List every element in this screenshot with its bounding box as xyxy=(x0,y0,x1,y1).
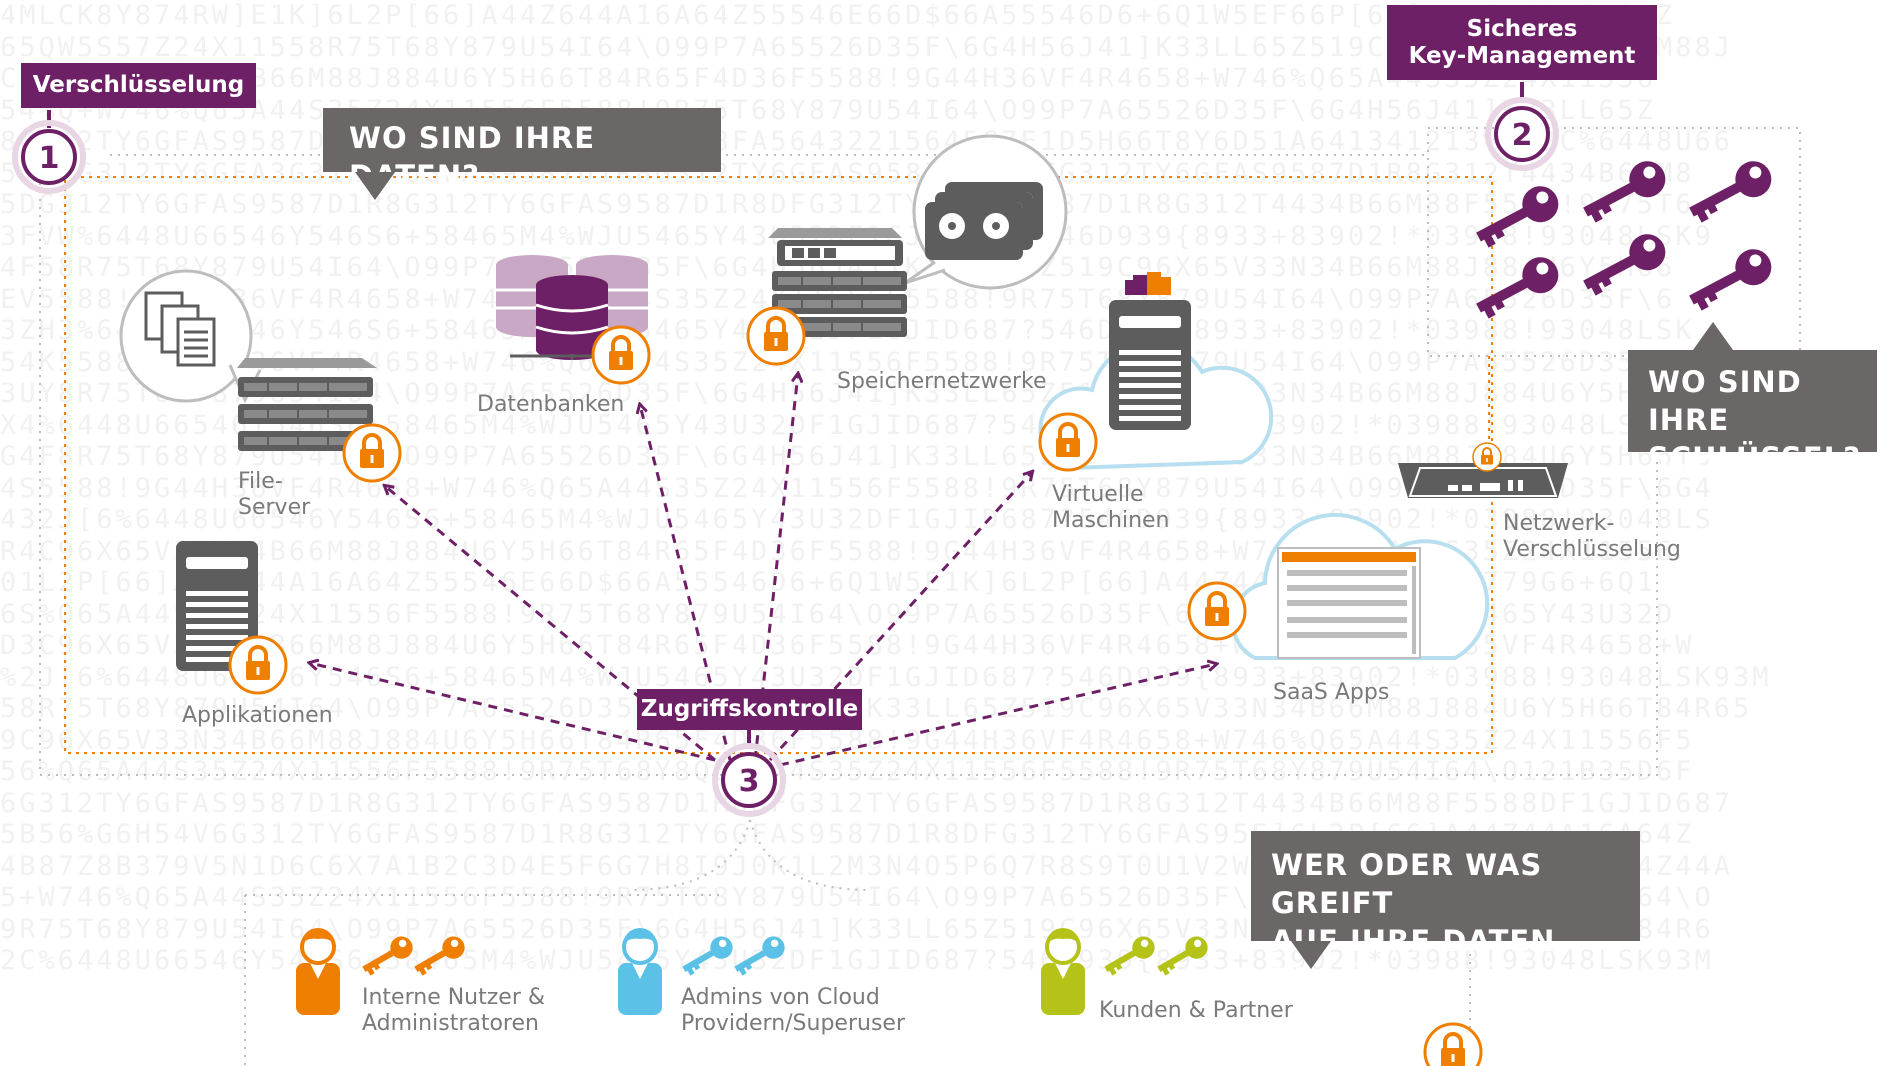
storage-network-icon xyxy=(768,134,1068,338)
person-icon xyxy=(294,926,342,1017)
tag-zugriffskontrolle: Zugriffskontrolle xyxy=(637,689,862,730)
key-group xyxy=(1470,154,1778,324)
step-number: 3 xyxy=(739,764,760,799)
network-encryption-appliance-icon xyxy=(1398,463,1568,498)
arrow-to-datenbanken xyxy=(640,405,732,761)
key-icon xyxy=(1577,227,1672,301)
lock-icon-netzwerk xyxy=(1472,442,1502,472)
step-number: 2 xyxy=(1512,118,1533,153)
key-zone-border xyxy=(1427,127,1801,357)
label-user-cloud-admin: Admins von Cloud Providern/Superuser xyxy=(681,985,905,1036)
callout-wo-sind-ihre-daten: WO SIND IHRE DATEN? xyxy=(323,108,721,200)
lock-icon-speichernetzwerke xyxy=(746,306,806,366)
step-number: 1 xyxy=(39,141,60,176)
label-saas-apps: SaaS Apps xyxy=(1273,680,1390,705)
person-icon xyxy=(616,926,664,1017)
label-virtuelle-maschinen: Virtuelle Maschinen xyxy=(1052,482,1170,533)
key-icon xyxy=(410,932,469,979)
label-datenbanken: Datenbanken xyxy=(477,392,625,417)
key-icon xyxy=(1470,250,1565,324)
lock-icon-virtuelle-maschinen xyxy=(1038,412,1098,472)
arrow-to-saas-apps xyxy=(779,664,1216,767)
step-marker-1: 1 xyxy=(15,123,83,191)
tag-verschluesselung: Verschlüsselung xyxy=(21,63,256,108)
arrow-to-applikationen xyxy=(310,663,716,762)
lock-icon-file-server xyxy=(342,423,402,483)
step-marker-2: 2 xyxy=(1488,100,1556,168)
label-netzwerk-verschluesselung: Netzwerk- Verschlüsselung xyxy=(1503,511,1681,562)
key-icon xyxy=(1470,179,1565,253)
lock-icon-datenbanken xyxy=(591,325,651,385)
label-user-customers: Kunden & Partner xyxy=(1099,998,1293,1023)
key-icon xyxy=(1100,932,1159,979)
person-icon xyxy=(1039,926,1087,1017)
key-icon xyxy=(730,932,789,979)
label-file-server: File- Server xyxy=(238,469,311,520)
tag-key-management: Sicheres Key-Management xyxy=(1387,5,1657,80)
callout-wo-sind-ihre-schluessel: WO SIND IHRE SCHLÜSSEL? xyxy=(1628,322,1877,475)
label-applikationen: Applikationen xyxy=(182,703,333,728)
callout-wer-oder-was-greift: WER ODER WAS GREIFT AUF IHRE DATEN ZU? xyxy=(1251,831,1640,996)
key-icon xyxy=(1683,154,1778,228)
saas-cloud-icon xyxy=(1230,513,1490,660)
lock-icon-bottom xyxy=(1423,1022,1483,1066)
key-icon xyxy=(678,932,737,979)
virtual-machine-cloud-icon xyxy=(1038,272,1274,471)
key-icon xyxy=(1577,154,1672,228)
key-icon xyxy=(1683,242,1778,316)
key-icon xyxy=(358,932,417,979)
users-connector-lines xyxy=(629,819,871,891)
file-server-icon xyxy=(119,269,377,452)
documents-icon xyxy=(144,291,216,367)
label-speichernetzwerke: Speichernetzwerke xyxy=(837,369,1047,394)
key-icon xyxy=(1153,932,1212,979)
step-marker-3: 3 xyxy=(715,746,783,814)
outer-zone-border xyxy=(39,154,1658,776)
lock-icon-applikationen xyxy=(228,635,288,695)
lock-icon-saas xyxy=(1187,581,1247,641)
label-user-internal: Interne Nutzer & Administratoren xyxy=(362,985,546,1036)
